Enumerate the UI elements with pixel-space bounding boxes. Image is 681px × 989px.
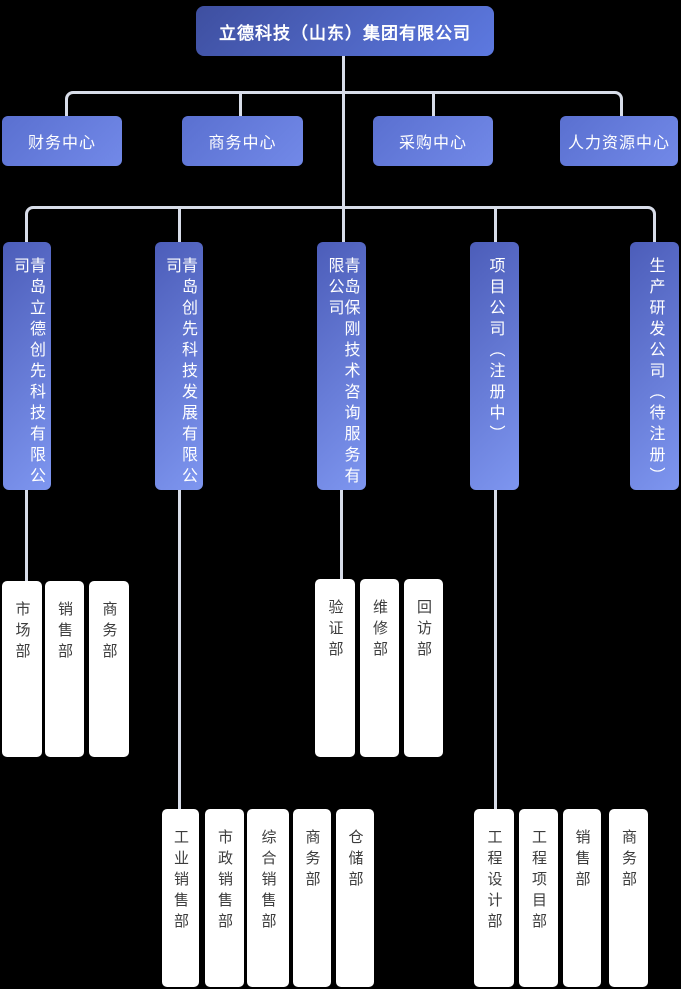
org-node-department: 仓储部	[336, 809, 374, 987]
subsidiary-label: 青岛创先科技发展有限公司	[163, 257, 196, 488]
org-node-department: 销售部	[563, 809, 601, 987]
connector-level1-rail	[65, 91, 623, 117]
connector-root-trunk	[342, 56, 345, 208]
department-label: 工业销售部	[172, 829, 189, 934]
org-node-department: 维修部	[360, 579, 399, 757]
org-node-department: 工程设计部	[474, 809, 514, 987]
center-label: 人力资源中心	[567, 135, 670, 152]
center-label: 商务中心	[208, 135, 277, 152]
subsidiary-label: 生产研发公司（待注册）	[646, 257, 664, 488]
org-node-department: 工业销售部	[162, 809, 199, 987]
connector-subsidiary-1-departments	[25, 490, 28, 581]
connector-subsidiary-2-departments	[178, 490, 181, 809]
department-label: 商务部	[620, 829, 637, 892]
connector-level2-rail	[25, 206, 656, 242]
org-node-center-finance: 财务中心	[2, 116, 122, 166]
connector-level2-drop-2	[178, 206, 181, 242]
org-node-subsidiary-1: 青岛立德创先科技有限公司	[3, 242, 51, 490]
department-label: 仓储部	[346, 829, 364, 892]
center-label: 财务中心	[27, 135, 96, 152]
org-node-subsidiary-2: 青岛创先科技发展有限公司	[155, 242, 203, 490]
department-label: 工程项目部	[530, 829, 547, 934]
department-label: 商务部	[303, 829, 321, 892]
connector-level1-drop-2	[239, 91, 242, 117]
org-node-department: 回访部	[404, 579, 443, 757]
department-label: 回访部	[415, 599, 432, 662]
department-label: 商务部	[100, 601, 118, 664]
department-label: 维修部	[371, 599, 388, 662]
department-label: 验证部	[326, 599, 344, 662]
department-label: 销售部	[573, 829, 591, 892]
department-label: 综合销售部	[259, 829, 277, 934]
connector-subsidiary-3-departments	[340, 490, 343, 579]
subsidiary-label: 青岛保刚技术咨询服务有限公司	[325, 257, 359, 488]
org-node-department: 商务部	[293, 809, 331, 987]
org-node-department: 市场部	[2, 581, 42, 757]
org-node-center-business: 商务中心	[182, 116, 303, 166]
root-label: 立德科技（山东）集团有限公司	[219, 23, 471, 43]
org-node-center-hr: 人力资源中心	[560, 116, 678, 166]
org-node-root: 立德科技（山东）集团有限公司	[196, 6, 494, 56]
center-label: 采购中心	[398, 135, 467, 152]
department-label: 工程设计部	[485, 829, 503, 934]
org-node-department: 市政销售部	[205, 809, 244, 987]
connector-level2-drop-3	[342, 206, 345, 242]
org-node-department: 销售部	[45, 581, 84, 757]
org-node-department: 商务部	[89, 581, 129, 757]
department-label: 市场部	[13, 601, 31, 664]
org-node-center-procurement: 采购中心	[373, 116, 493, 166]
department-label: 市政销售部	[216, 829, 233, 934]
org-node-subsidiary-3: 青岛保刚技术咨询服务有限公司	[317, 242, 366, 490]
org-node-subsidiary-5: 生产研发公司（待注册）	[630, 242, 679, 490]
connector-level2-drop-4	[494, 206, 497, 242]
org-node-department: 商务部	[609, 809, 648, 987]
subsidiary-label: 青岛立德创先科技有限公司	[11, 257, 44, 488]
department-label: 销售部	[56, 601, 73, 664]
connector-level1-drop-3	[432, 91, 435, 117]
connector-subsidiary-4-departments	[494, 490, 497, 809]
org-node-subsidiary-4: 项目公司（注册中）	[470, 242, 519, 490]
org-node-department: 工程项目部	[519, 809, 558, 987]
org-node-department: 验证部	[315, 579, 355, 757]
subsidiary-label: 项目公司（注册中）	[486, 257, 504, 446]
org-node-department: 综合销售部	[247, 809, 289, 987]
